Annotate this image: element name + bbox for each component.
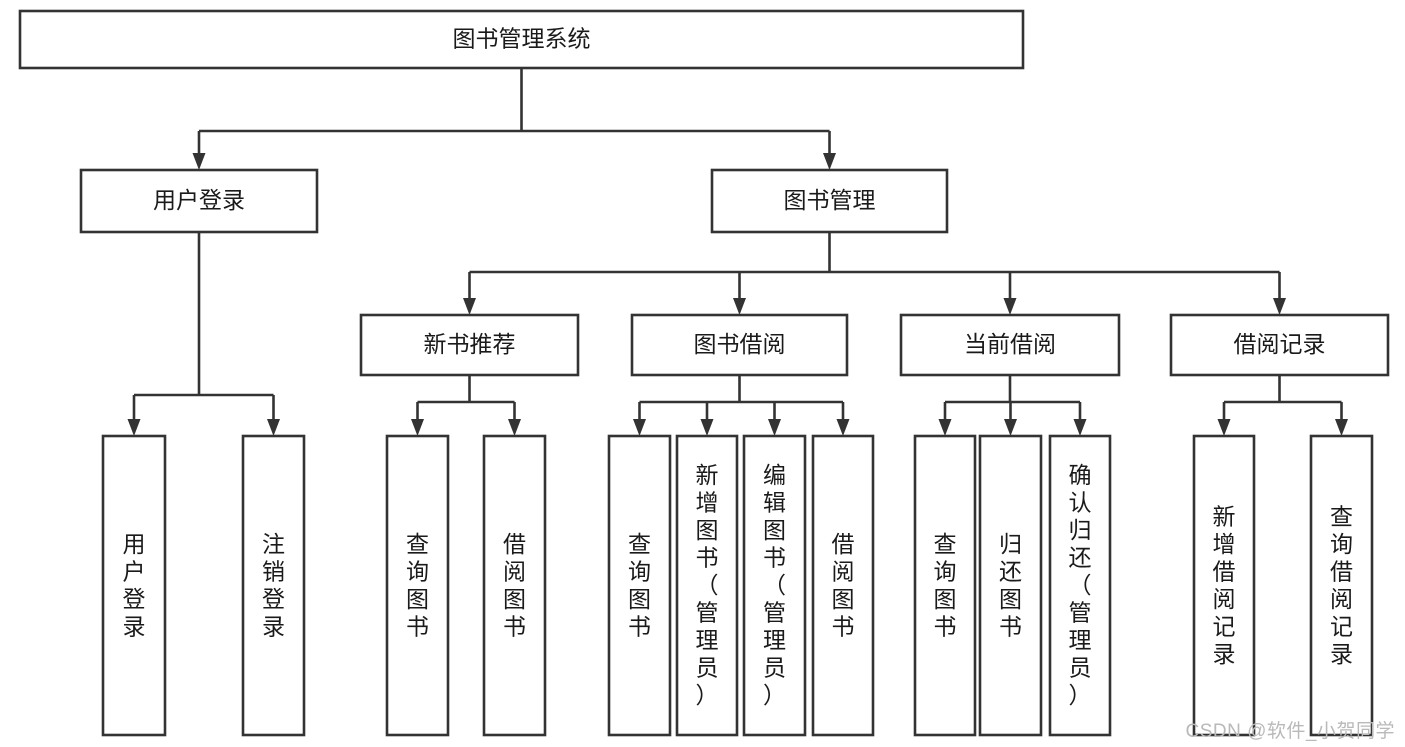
arrow-head-icon <box>836 419 850 436</box>
node-box <box>482 434 547 737</box>
node-box <box>1048 434 1112 737</box>
node-label: 图书管理系统 <box>453 26 591 52</box>
csdn-watermark: CSDN @软件_小贺同学 <box>1185 721 1395 742</box>
arrow-head-icon <box>267 419 280 436</box>
node-box <box>607 434 672 737</box>
node-borrow-record[interactable]: 借阅记录 <box>1169 313 1390 377</box>
node-leaf-query-record[interactable]: 查询借阅记录 <box>1309 434 1374 737</box>
arrow-head-icon <box>633 419 646 436</box>
node-label: 借阅图书 <box>503 531 526 640</box>
node-label: 新书推荐 <box>424 331 516 357</box>
node-leaf-query-book-b[interactable]: 查询图书 <box>607 434 672 737</box>
node-label: 用户登录 <box>123 531 146 640</box>
node-label: 借阅图书 <box>832 531 855 640</box>
arrow-head-icon <box>463 298 476 315</box>
node-leaf-return-book[interactable]: 归还图书 <box>978 434 1043 737</box>
node-label: 借阅记录 <box>1234 331 1326 357</box>
node-label: 注销登录 <box>262 531 285 640</box>
arrow-head-icon <box>768 419 781 436</box>
node-book-manage[interactable]: 图书管理 <box>710 168 949 234</box>
connector-group-bus-book-borrow <box>633 375 850 436</box>
arrow-head-icon <box>1004 419 1017 436</box>
node-leaf-query-book-rec[interactable]: 查询图书 <box>385 434 450 737</box>
node-box <box>675 434 739 737</box>
arrow-head-icon <box>823 153 836 170</box>
arrow-head-icon <box>1073 419 1087 436</box>
node-leaf-add-book[interactable]: 新增图书（管理员） <box>675 434 739 737</box>
arrow-head-icon <box>733 298 746 315</box>
node-label: 查询图书 <box>406 531 429 640</box>
connector-group-bus-borrow-record <box>1217 375 1348 436</box>
node-box <box>79 168 319 234</box>
connector-group-bus-current-borrow <box>938 375 1087 436</box>
connector-group-bus-user-login <box>127 232 280 436</box>
arrow-head-icon <box>508 419 521 436</box>
node-box <box>359 313 580 377</box>
node-label: 确认归还（管理员） <box>1069 462 1092 708</box>
node-new-book-rec[interactable]: 新书推荐 <box>359 313 580 377</box>
arrow-head-icon <box>127 419 141 436</box>
connector-group-bus-root <box>192 68 836 170</box>
arrow-head-icon <box>192 153 206 170</box>
arrow-head-icon <box>1003 298 1017 315</box>
arrow-head-icon <box>1335 419 1348 436</box>
node-leaf-add-record[interactable]: 新增借阅记录 <box>1192 434 1256 737</box>
node-user-login[interactable]: 用户登录 <box>79 168 319 234</box>
node-box <box>241 434 306 737</box>
node-leaf-user-login[interactable]: 用户登录 <box>101 434 167 737</box>
node-label: 归还图书 <box>999 531 1022 640</box>
arrow-head-icon <box>1217 419 1231 436</box>
arrow-head-icon <box>938 419 952 436</box>
node-label: 图书管理 <box>784 187 876 213</box>
node-book-borrow[interactable]: 图书借阅 <box>630 313 849 377</box>
node-box <box>1309 434 1374 737</box>
connector-layer <box>127 68 1348 436</box>
node-box <box>18 9 1025 70</box>
node-box <box>978 434 1043 737</box>
node-label: 新增借阅记录 <box>1213 503 1236 667</box>
connector-group-bus-book-manage <box>463 232 1286 315</box>
node-label: 用户登录 <box>153 187 245 213</box>
node-leaf-borrow-book-b[interactable]: 借阅图书 <box>811 434 875 737</box>
node-current-borrow[interactable]: 当前借阅 <box>899 313 1121 377</box>
node-box <box>811 434 875 737</box>
node-box <box>913 434 977 737</box>
node-leaf-borrow-book-rec[interactable]: 借阅图书 <box>482 434 547 737</box>
node-layer: 图书管理系统用户登录图书管理新书推荐图书借阅当前借阅借阅记录用户登录注销登录查询… <box>18 9 1390 737</box>
arrow-head-icon <box>700 419 714 436</box>
node-label: 查询图书 <box>934 531 957 640</box>
node-label: 编辑图书（管理员） <box>763 462 786 708</box>
node-box <box>385 434 450 737</box>
node-label: 当前借阅 <box>964 331 1056 357</box>
node-leaf-query-book-c[interactable]: 查询图书 <box>913 434 977 737</box>
node-box <box>101 434 167 737</box>
node-leaf-logout[interactable]: 注销登录 <box>241 434 306 737</box>
node-box <box>899 313 1121 377</box>
connector-group-bus-new-book-rec <box>411 375 521 436</box>
node-label: 新增图书（管理员） <box>696 462 719 708</box>
node-box <box>742 434 807 737</box>
node-label: 图书借阅 <box>694 331 786 357</box>
node-box <box>1192 434 1256 737</box>
arrow-head-icon <box>1273 298 1286 315</box>
node-label: 查询借阅记录 <box>1330 503 1353 667</box>
arrow-head-icon <box>411 419 424 436</box>
node-leaf-edit-book[interactable]: 编辑图书（管理员） <box>742 434 807 737</box>
node-box <box>630 313 849 377</box>
node-box <box>710 168 949 234</box>
node-box <box>1169 313 1390 377</box>
node-label: 查询图书 <box>628 531 651 640</box>
node-leaf-confirm-return[interactable]: 确认归还（管理员） <box>1048 434 1112 737</box>
node-root[interactable]: 图书管理系统 <box>18 9 1025 70</box>
